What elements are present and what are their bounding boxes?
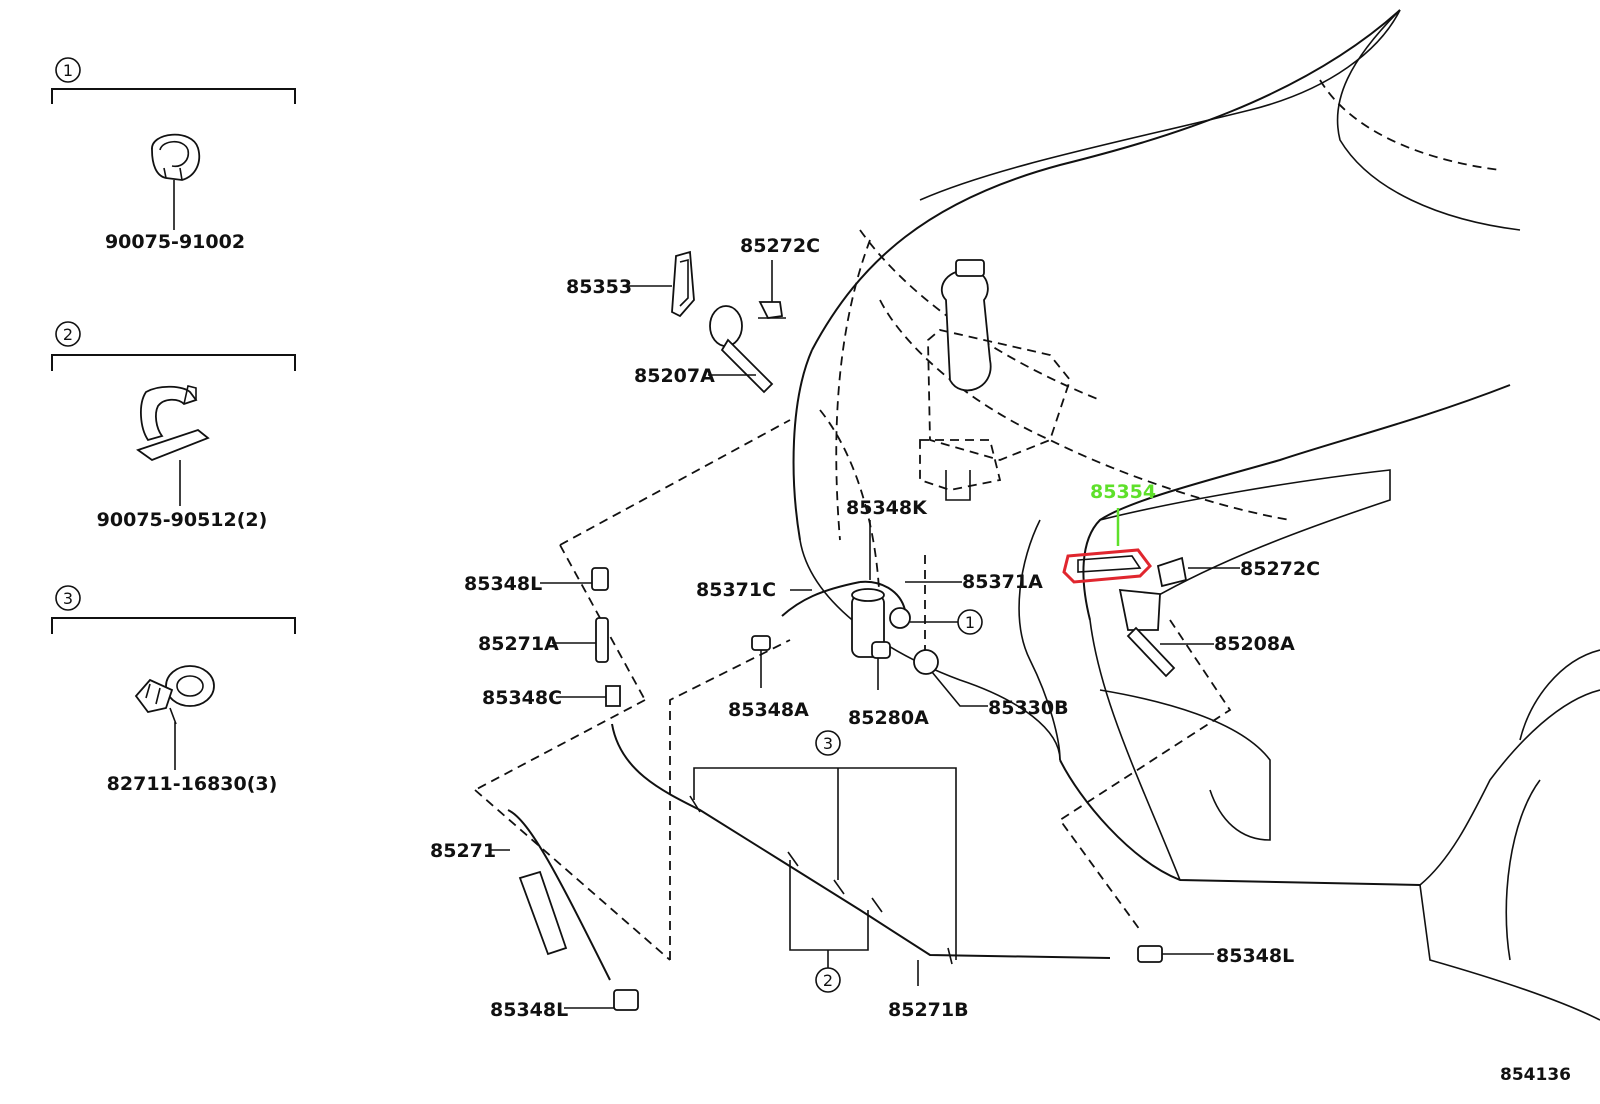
group-1-bracket [51, 88, 296, 104]
callout-2-number: 2 [823, 971, 833, 990]
label-85371a[interactable]: 85371A [962, 571, 1043, 593]
callout-1-number: 1 [965, 613, 975, 632]
callout-group-brackets: 3 2 1 [693, 609, 983, 993]
hose-85371c-icon [781, 580, 906, 617]
part-label-90075-91002[interactable]: 90075-91002 [105, 231, 245, 253]
washer-reservoir-icon [919, 259, 1072, 501]
hose-85271a-icon [595, 617, 609, 663]
label-85272c-top[interactable]: 85272C [740, 235, 820, 257]
clamp-90075-90512-icon [136, 385, 210, 462]
retainer-85272c-top-icon [758, 301, 786, 319]
label-85348l-right[interactable]: 85348L [1216, 945, 1294, 967]
label-85348l-bottom[interactable]: 85348L [490, 999, 568, 1021]
label-85330b[interactable]: 85330B [988, 697, 1069, 719]
callout-2-circle [815, 967, 841, 993]
label-85348a[interactable]: 85348A [728, 699, 809, 721]
label-85371c[interactable]: 85371C [696, 579, 776, 601]
connector-85348l-right-icon [1137, 945, 1163, 963]
label-85280a[interactable]: 85280A [848, 707, 929, 729]
clip-82711-16830-icon [134, 665, 215, 725]
connector-85348l-left-icon [591, 567, 609, 591]
label-85208a[interactable]: 85208A [1214, 633, 1295, 655]
highlighted-part-85354-outline[interactable] [1062, 548, 1152, 584]
clip-90075-91002-icon [151, 133, 201, 181]
hose-85271-icon [507, 809, 611, 981]
group-2-number: 2 [63, 325, 73, 344]
headlamp-cover-85353-icon [671, 250, 695, 318]
retainer-85272c-right-icon [1156, 556, 1188, 588]
connector-85348l-bottom-icon [613, 989, 639, 1011]
label-85348l-left[interactable]: 85348L [464, 573, 542, 595]
legend-group-3: 3 82711-16830(3) [51, 585, 296, 795]
label-85207a[interactable]: 85207A [634, 365, 715, 387]
group-1-number: 1 [63, 61, 73, 80]
washer-nozzle-85207a-icon [709, 305, 774, 394]
washer-nozzle-85208a-icon [1118, 588, 1176, 678]
label-85272c-right[interactable]: 85272C [1240, 558, 1320, 580]
group-3-bracket [51, 617, 296, 634]
vehicle-body-outline [792, 9, 1600, 1021]
label-85353[interactable]: 85353 [566, 276, 632, 298]
diagram-id: 854136 [1500, 1065, 1571, 1085]
grommet-85330b-icon [889, 607, 939, 675]
group-3-number: 3 [63, 589, 73, 608]
callout-3-number: 3 [823, 734, 833, 753]
legend-group-1: 1 90075-91002 [51, 57, 296, 253]
leader-lines [490, 260, 1240, 1009]
label-85271b[interactable]: 85271B [888, 999, 969, 1021]
group-1-number-circle [55, 57, 81, 83]
legend-group-2: 2 90075-90512(2) [51, 321, 296, 531]
label-85271a[interactable]: 85271A [478, 633, 559, 655]
label-85271[interactable]: 85271 [430, 840, 496, 862]
connector-85348c-icon [605, 685, 621, 707]
assembly-guide-lines [474, 419, 1232, 961]
part-label-82711-16830[interactable]: 82711-16830(3) [107, 773, 278, 795]
label-85354-highlighted[interactable]: 85354 [1090, 481, 1156, 503]
washer-pump-85280a-icon [851, 588, 891, 659]
group-2-number-circle [55, 321, 81, 347]
part-label-90075-90512[interactable]: 90075-90512(2) [97, 509, 268, 531]
hose-85271b-icon [611, 723, 1111, 965]
label-85348k[interactable]: 85348K [846, 497, 928, 519]
group-3-number-circle [55, 585, 81, 611]
label-85348c[interactable]: 85348C [482, 687, 562, 709]
connector-85348a-icon [751, 635, 771, 651]
callout-3-circle [815, 730, 841, 756]
part-85354-icon [1077, 555, 1142, 573]
group-2-bracket [51, 354, 296, 371]
